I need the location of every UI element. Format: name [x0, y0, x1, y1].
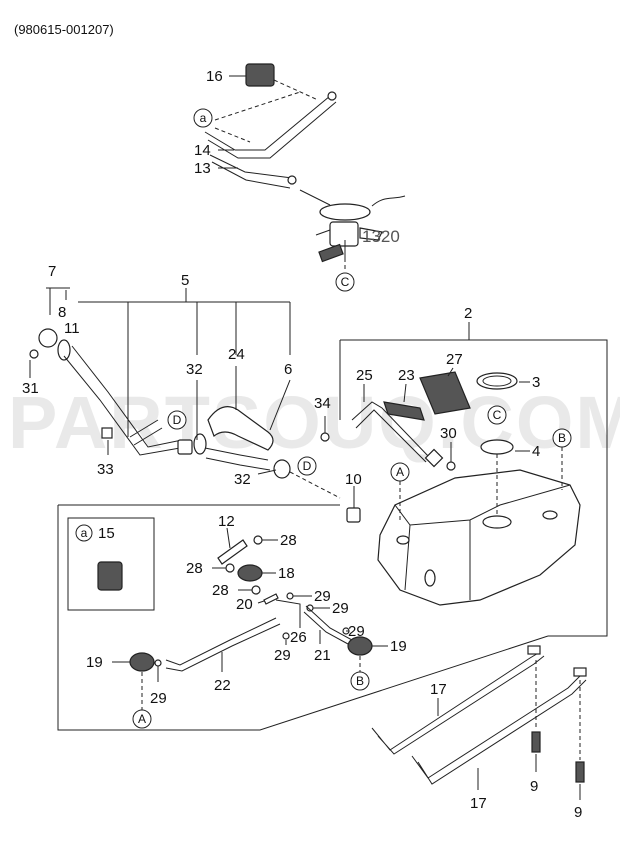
part-number-10: 10 — [345, 471, 362, 488]
part-number-3: 3 — [532, 374, 540, 391]
callout-a-lower — [132, 709, 152, 729]
bolt-left — [531, 731, 541, 753]
part-number-14: 14 — [194, 142, 211, 159]
callout-d-tank-label: D — [303, 459, 312, 473]
part-number-25: 25 — [356, 367, 373, 384]
part-number-23: 23 — [398, 367, 415, 384]
part-number-19-right: 19 — [390, 638, 407, 655]
valve-18 — [237, 564, 263, 582]
callout-a — [193, 108, 213, 128]
part-number-9-right: 9 — [574, 804, 582, 821]
fuel-pump-assembly — [204, 63, 406, 272]
part-number-22: 22 — [214, 677, 231, 694]
callout-d-tank — [297, 456, 317, 476]
part-number-32-upper: 32 — [186, 361, 203, 378]
part-number-12: 12 — [218, 513, 235, 530]
hose-23 — [383, 401, 425, 421]
callout-a-tank-label: A — [396, 465, 404, 479]
callout-a-lower-label: A — [138, 712, 146, 726]
callout-a-inset-label: a — [81, 526, 88, 540]
part-number-29-c: 29 — [348, 623, 365, 640]
part-number-29-a: 29 — [314, 588, 331, 605]
callout-d-label: D — [173, 413, 182, 427]
callout-c-label: C — [341, 275, 350, 289]
callout-a-label: a — [200, 111, 207, 125]
part-number-31: 31 — [22, 380, 39, 397]
rollover-valve-right — [347, 636, 373, 656]
line-clip — [245, 63, 275, 87]
rollover-valve-left — [129, 652, 155, 672]
part-number-30: 30 — [440, 425, 457, 442]
watermark: PARTSOUQ.COM — [8, 381, 620, 464]
tank-straps — [371, 645, 587, 785]
part-number-5: 5 — [181, 272, 189, 289]
part-number-17-lower: 17 — [470, 795, 487, 812]
part-number-29-e: 29 — [150, 690, 167, 707]
part-number-2: 2 — [464, 305, 472, 322]
part-number-28-c: 28 — [212, 582, 229, 599]
clip-15 — [97, 561, 123, 591]
part-number-28-a: 28 — [280, 532, 297, 549]
diagram-code: (980615-001207) — [14, 22, 114, 37]
fuel-tank — [377, 469, 581, 606]
part-number-29-d: 29 — [274, 647, 291, 664]
part-number-21: 21 — [314, 647, 331, 664]
part-number-19-left: 19 — [86, 654, 103, 671]
part-number-11: 11 — [64, 320, 80, 337]
callout-b-tank-label: B — [558, 431, 566, 445]
part-number-15: 15 — [98, 525, 115, 542]
callout-c — [335, 272, 355, 292]
callout-b-lower-label: B — [356, 674, 364, 688]
bolt-right — [575, 761, 585, 783]
callout-c-tank — [487, 405, 507, 425]
part-number-8: 8 — [58, 304, 66, 321]
part-number-32-lower: 32 — [234, 471, 251, 488]
part-number-1320: 1320 — [362, 227, 400, 246]
part-number-7: 7 — [48, 263, 56, 280]
fuel-cap — [38, 328, 58, 348]
inset-box — [67, 517, 155, 611]
part-number-26: 26 — [290, 629, 307, 646]
callout-d — [167, 410, 187, 430]
part-number-29-b: 29 — [332, 600, 349, 617]
part-number-33: 33 — [97, 461, 114, 478]
part-number-17-upper: 17 — [430, 681, 447, 698]
part-number-6: 6 — [284, 361, 292, 378]
gasket — [480, 439, 514, 455]
part-number-13: 13 — [194, 160, 211, 177]
part-number-9-left: 9 — [530, 778, 538, 795]
part-number-16: 16 — [206, 68, 223, 85]
part-number-4: 4 — [532, 443, 540, 460]
part-number-20: 20 — [236, 596, 253, 613]
callout-b-lower — [350, 671, 370, 691]
heat-shield — [419, 371, 471, 415]
callout-a-inset — [75, 524, 93, 542]
part-number-34: 34 — [314, 395, 331, 412]
part-number-24: 24 — [228, 346, 245, 363]
part-number-27: 27 — [446, 351, 463, 368]
callout-c-tank-label: C — [493, 408, 502, 422]
part-number-28-b: 28 — [186, 560, 203, 577]
part-number-18: 18 — [278, 565, 295, 582]
